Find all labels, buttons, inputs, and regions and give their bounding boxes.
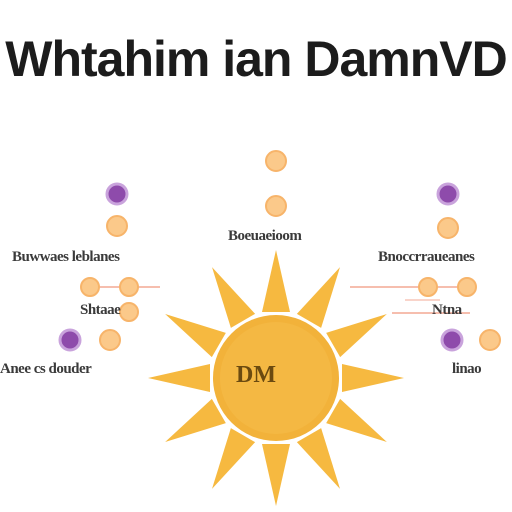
- sun-ray: [296, 428, 340, 489]
- sun-ray: [262, 444, 290, 506]
- connector-lines: [90, 286, 470, 314]
- sun-core-inner: [220, 322, 332, 434]
- label-left-upper: Buwwaes leblanes: [12, 249, 120, 265]
- left-purple-node-2: [58, 328, 82, 352]
- sun-ray: [148, 364, 210, 392]
- sun-ray: [165, 398, 226, 442]
- left-orange-node-3: [119, 277, 139, 297]
- right-purple-node-1: [436, 182, 460, 206]
- sun-ray: [296, 267, 340, 328]
- label-top: Boeuaeioom: [228, 228, 302, 244]
- diagram-title: Whtahim ian DamnVD: [5, 31, 507, 87]
- sun-center-label: DM: [236, 362, 276, 388]
- top-node-1: [265, 150, 287, 172]
- sun-ray: [326, 314, 387, 358]
- left-orange-node-2: [80, 277, 100, 297]
- left-orange-node-4: [119, 302, 139, 322]
- right-orange-node-4: [479, 329, 501, 351]
- label-left-middle: Shtaae: [80, 302, 121, 318]
- sun-rays: [148, 250, 404, 506]
- left-orange-node-5: [99, 329, 121, 351]
- left-orange-node-1: [106, 215, 128, 237]
- label-left-lower: Anee cs douder: [0, 361, 92, 377]
- right-orange-node-1: [437, 217, 459, 239]
- sun-ray: [212, 428, 256, 489]
- right-orange-node-3: [457, 277, 477, 297]
- right-purple-node-2: [440, 328, 464, 352]
- sun-ray: [165, 314, 226, 358]
- right-orange-node-2: [418, 277, 438, 297]
- sun-ray: [212, 267, 256, 328]
- label-right-upper: Bnoccrraueanes: [378, 249, 475, 265]
- left-purple-node-1: [105, 182, 129, 206]
- label-right-middle: Ntna: [432, 302, 462, 318]
- sun-ray: [326, 398, 387, 442]
- sun-ray: [262, 250, 290, 312]
- node-group: [58, 150, 501, 352]
- top-node-2: [265, 195, 287, 217]
- sun-ray: [342, 364, 404, 392]
- label-right-lower: linao: [452, 361, 482, 377]
